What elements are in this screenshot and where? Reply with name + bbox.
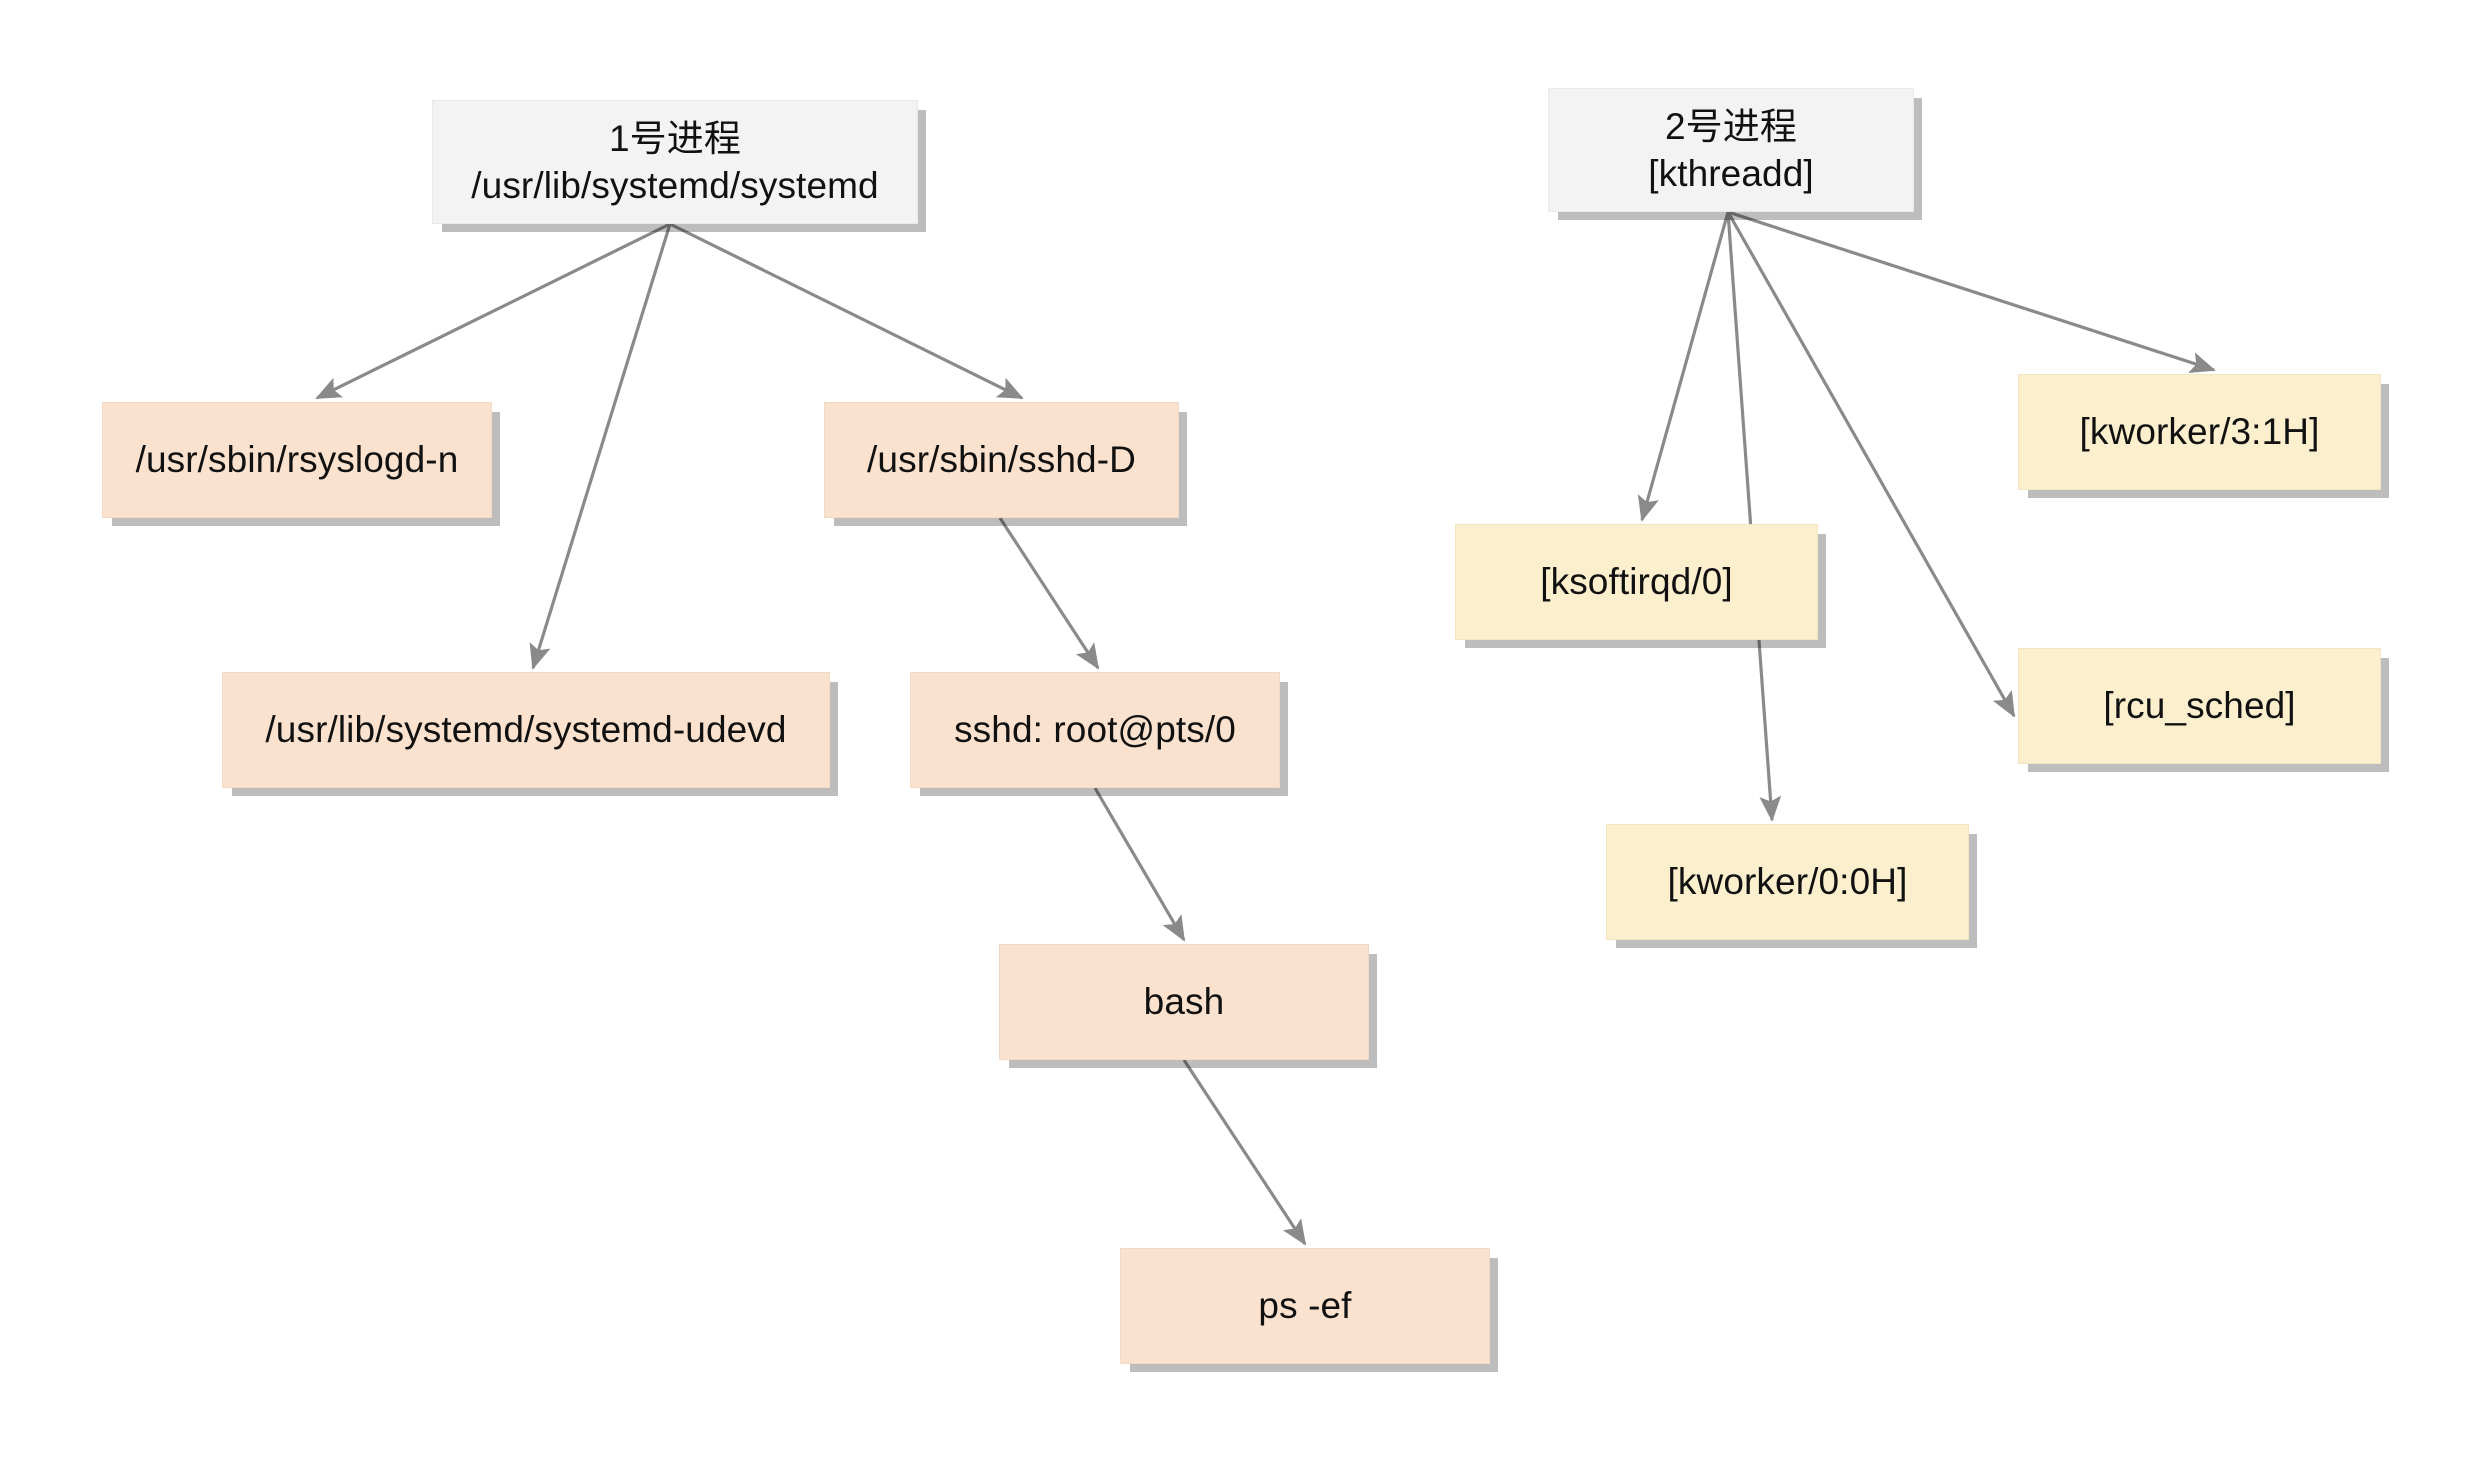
process-node-udevd[interactable]: /usr/lib/systemd/systemd-udevd [222, 672, 830, 788]
process-node-label: 2号进程 [kthreadd] [1648, 105, 1814, 194]
edge-kthreadd-to-rcu_sched [1726, 211, 2016, 718]
process-node-label: bash [1143, 981, 1225, 1023]
process-node-ps[interactable]: ps -ef [1120, 1248, 1490, 1364]
process-node-label: ps -ef [1258, 1285, 1352, 1327]
process-node-label: [kworker/0:0H] [1667, 861, 1908, 903]
edge-kthreadd-to-kworker0 [1726, 211, 1782, 822]
process-node-label: [kworker/3:1H] [2079, 411, 2320, 453]
process-node-sshd[interactable]: /usr/sbin/sshd-D [824, 402, 1179, 518]
process-node-bash[interactable]: bash [999, 944, 1369, 1060]
process-node-ksoftirqd[interactable]: [ksoftirqd/0] [1455, 524, 1818, 640]
process-node-label: sshd: root@pts/0 [954, 709, 1236, 751]
edge-bash-to-ps [1182, 1059, 1307, 1246]
process-node-label: [ksoftirqd/0] [1540, 561, 1733, 603]
process-node-kthreadd[interactable]: 2号进程 [kthreadd] [1548, 88, 1914, 212]
process-node-kworker3[interactable]: [kworker/3:1H] [2018, 374, 2381, 490]
process-node-label: /usr/sbin/sshd-D [867, 439, 1136, 481]
process-node-sshd-session[interactable]: sshd: root@pts/0 [910, 672, 1280, 788]
edge-kthreadd-to-kworker3 [1727, 210, 2216, 374]
edge-systemd-to-rsyslogd [315, 222, 671, 400]
edge-sshd-to-sshd-session [998, 517, 1100, 670]
process-node-label: /usr/sbin/rsyslogd-n [135, 439, 459, 481]
edge-sshd-session-to-bash [1093, 787, 1186, 942]
process-node-rcu_sched[interactable]: [rcu_sched] [2018, 648, 2381, 764]
process-node-label: [rcu_sched] [2103, 685, 2296, 727]
process-node-kworker0[interactable]: [kworker/0:0H] [1606, 824, 1969, 940]
process-node-systemd[interactable]: 1号进程 /usr/lib/systemd/systemd [432, 100, 918, 224]
edge-kthreadd-to-ksoftirqd [1637, 211, 1730, 522]
process-node-rsyslogd[interactable]: /usr/sbin/rsyslogd-n [102, 402, 492, 518]
edge-systemd-to-udevd [529, 223, 672, 670]
process-node-label: /usr/lib/systemd/systemd-udevd [265, 709, 787, 751]
process-node-label: 1号进程 /usr/lib/systemd/systemd [471, 117, 879, 206]
edge-systemd-to-sshd [669, 222, 1024, 400]
